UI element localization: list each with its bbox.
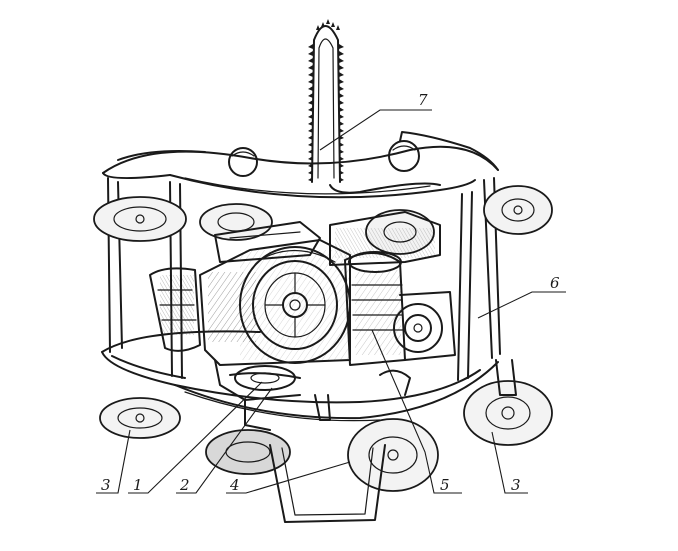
chain-tooth [308, 79, 313, 84]
chain-tooth [308, 86, 313, 91]
tire-upper-right [483, 185, 553, 235]
flywheel [239, 246, 351, 364]
chain-tooth [339, 163, 344, 168]
cylinder-housing [344, 251, 406, 366]
chain-tooth [339, 58, 344, 63]
saw-bar [308, 19, 344, 183]
saw-chain-right [339, 44, 344, 182]
chain-tooth [308, 107, 313, 112]
chain-tooth [339, 121, 344, 126]
callout-label-1: 1 [133, 476, 143, 494]
callout-line-3b [491, 431, 528, 494]
callout-labels: 7 6 5 4 2 1 3 3 [101, 91, 560, 494]
callout-line-1 [128, 381, 263, 494]
chain-tooth [339, 72, 344, 77]
chain-tooth [339, 93, 344, 98]
chain-tooth [308, 100, 313, 105]
chain-tooth [339, 114, 344, 119]
chain-tooth [308, 156, 313, 161]
handle-knob-right [388, 131, 499, 172]
chain-tooth [308, 65, 313, 70]
callout-line-4 [226, 461, 351, 494]
chain-tooth [308, 142, 313, 147]
callout-lines [96, 109, 566, 494]
callout-line-2 [176, 387, 273, 494]
tire-upper-mid [199, 203, 273, 241]
lower-frame-ring [101, 330, 499, 422]
chain-tooth [339, 79, 344, 84]
chain-tooth [321, 22, 325, 27]
chain-tooth [339, 107, 344, 112]
chain-tooth [308, 128, 313, 133]
callout-label-2: 2 [179, 476, 190, 494]
callout-label-3b: 3 [511, 476, 521, 494]
chain-tooth [331, 22, 335, 27]
chain-tooth [339, 100, 344, 105]
chain-tooth [308, 170, 313, 175]
chain-tooth [339, 149, 344, 154]
chain-tooth [308, 51, 313, 56]
callout-line-7 [319, 109, 432, 151]
chain-tooth [339, 65, 344, 70]
callout-label-5: 5 [440, 476, 450, 494]
chain-tooth [336, 25, 340, 30]
chain-tooth [339, 51, 344, 56]
saw-chain [308, 19, 340, 182]
tire-lower-right [463, 359, 553, 446]
pulley-right [393, 291, 456, 361]
callout-line-3a [96, 429, 131, 494]
chain-tooth [308, 72, 313, 77]
tire-lower-center [347, 418, 439, 492]
chain-tooth [339, 142, 344, 147]
chain-tooth [339, 177, 344, 182]
chain-tooth [339, 86, 344, 91]
chain-tooth [339, 44, 344, 49]
upper-frame-ring [102, 145, 499, 199]
tire-lower-center-left [205, 429, 291, 475]
callout-label-6: 6 [550, 274, 560, 292]
callout-label-3a: 3 [101, 476, 111, 494]
chain-tooth [308, 135, 313, 140]
chain-tooth [308, 149, 313, 154]
chain-tooth [339, 128, 344, 133]
tire-upper-left [93, 196, 187, 242]
callout-line-5 [371, 329, 462, 494]
chain-tooth [308, 44, 313, 49]
chain-tooth [308, 58, 313, 63]
gear-housing [214, 211, 441, 266]
chain-tooth [308, 121, 313, 126]
chain-tooth [339, 156, 344, 161]
chain-tooth [308, 177, 313, 182]
chain-tooth [308, 93, 313, 98]
chain-tooth [316, 25, 320, 30]
chain-tooth [326, 19, 330, 24]
chain-tooth [308, 114, 313, 119]
callout-line-6 [477, 291, 566, 319]
handle-knob-left [228, 147, 258, 177]
callout-label-4: 4 [229, 476, 240, 494]
chain-tooth [339, 170, 344, 175]
callout-label-7: 7 [418, 91, 428, 109]
tire-lower-left [99, 397, 181, 439]
